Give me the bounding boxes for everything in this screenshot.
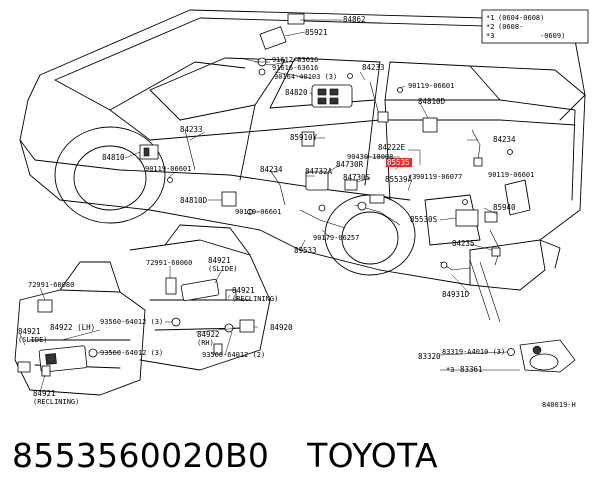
callout-84931d[interactable]: 84931D: [442, 290, 470, 299]
callout-84730r[interactable]: 84730R: [336, 160, 364, 169]
callout-90179-06257[interactable]: 90179-06257: [313, 234, 359, 242]
callout-84810[interactable]: 84810: [102, 153, 125, 162]
legend-star2: *2: [486, 23, 494, 31]
callout-85910y[interactable]: 85910Y: [290, 133, 318, 142]
callout-84730s[interactable]: 84730S: [343, 173, 371, 182]
parts-diagram: *1 *2 *3 (0604-0608) (0608- -0609) 84862…: [14, 9, 589, 409]
callout-84921-reclining-top-sub[interactable]: (RECLINING): [232, 295, 278, 303]
callout-84922-rh[interactable]: 84922: [197, 330, 220, 339]
callout-83320[interactable]: 83320: [418, 352, 441, 361]
callout-83361[interactable]: 83361: [460, 365, 483, 374]
callout-90119-06601-top[interactable]: 90119-06601: [408, 82, 454, 90]
callout-84233-left[interactable]: 84233: [180, 125, 203, 134]
callout-star3-90119-06077: *3: [408, 173, 416, 181]
callout-90430-18008[interactable]: 90430-18008: [347, 153, 393, 161]
callout-84921-slide-top[interactable]: 84921: [208, 256, 231, 265]
callout-84810d-top[interactable]: 84810D: [418, 97, 446, 106]
callout-90119-06077[interactable]: 90119-06077: [416, 173, 462, 181]
caption-part-number: 8553560020B0: [12, 436, 270, 475]
drawing-code: 840019-H: [542, 401, 576, 409]
callout-84921-slide-left[interactable]: 84921: [18, 327, 41, 336]
callout-84235[interactable]: 84235: [452, 239, 475, 248]
callout-90164-40103[interactable]: 90164-40103 (3): [274, 73, 337, 81]
legend-star1: *1: [486, 14, 494, 22]
callout-85921[interactable]: 85921: [305, 28, 328, 37]
callout-84922-lh[interactable]: 84922 (LH): [50, 323, 95, 332]
callout-84920[interactable]: 84920: [270, 323, 293, 332]
callout-84862[interactable]: 84862: [343, 15, 366, 24]
callout-85940[interactable]: 85940: [493, 203, 516, 212]
part-caption: 8553560020B0 TOYOTA: [12, 436, 438, 475]
callout-93560-64012-3-top[interactable]: 93560-64012 (3): [100, 318, 163, 326]
legend-line2: (0608-: [498, 23, 523, 31]
legend-star3: *3: [486, 32, 494, 40]
callout-84222e[interactable]: 84222E: [378, 143, 406, 152]
callout-90119-06601-mid[interactable]: 90119-06601: [235, 208, 281, 216]
callout-93560-64012-3-bottom[interactable]: 93560-64012 (3): [100, 349, 163, 357]
callout-84921-slide-left-sub[interactable]: (SLIDE): [18, 336, 48, 344]
legend-line1: (0604-0608): [498, 14, 544, 22]
callout-90119-06601-right[interactable]: 90119-06601: [488, 171, 534, 179]
legend-line3: -0609): [540, 32, 565, 40]
callout-85530s[interactable]: 85530S: [410, 215, 438, 224]
callout-85539a[interactable]: 85539A: [385, 175, 413, 184]
callout-star3-83361: *3: [446, 366, 454, 374]
callout-84922-rh-sub[interactable]: (RH): [197, 339, 214, 347]
callout-85535-highlighted[interactable]: 85535: [387, 158, 410, 167]
callout-84810d-mid[interactable]: 84810D: [180, 196, 208, 205]
callout-89533[interactable]: 89533: [294, 246, 317, 255]
callout-90119-06601-left[interactable]: 90119-06601: [145, 165, 191, 173]
callout-84921-slide-top-sub[interactable]: (SLIDE): [208, 265, 238, 273]
legend-box: *1 *2 *3 (0604-0608) (0608- -0609): [481, 9, 589, 44]
callout-84234-mid[interactable]: 84234: [260, 165, 283, 174]
callout-labels: 84862 85921 91612-63616 91616-63616 9016…: [18, 15, 576, 409]
callout-84732a[interactable]: 84732A: [305, 167, 333, 176]
callout-72991-60060[interactable]: 72991-60060: [146, 259, 192, 267]
callout-84234-right[interactable]: 84234: [493, 135, 516, 144]
callout-84233-top[interactable]: 84233: [362, 63, 385, 72]
callout-93560-64012-2[interactable]: 93560-64012 (2): [202, 351, 265, 359]
callout-91616-63616[interactable]: 91616-63616: [272, 64, 318, 72]
parts: [17, 13, 576, 377]
callout-84921-reclining-bottom[interactable]: 84921: [33, 389, 56, 398]
leader-lines: [19, 19, 520, 393]
callout-84921-reclining-top[interactable]: 84921: [232, 286, 255, 295]
callout-91612-63616[interactable]: 91612-63616: [272, 56, 318, 64]
callout-83319-a4010[interactable]: 83319-A4010 (3): [442, 348, 505, 356]
caption-brand: TOYOTA: [307, 436, 438, 475]
callout-84820[interactable]: 84820: [285, 88, 308, 97]
callout-84921-reclining-bottom-sub[interactable]: (RECLINING): [33, 398, 79, 406]
callout-72991-60080[interactable]: 72991-60080: [28, 281, 74, 289]
highlighted-part-label-bg: [386, 158, 412, 167]
